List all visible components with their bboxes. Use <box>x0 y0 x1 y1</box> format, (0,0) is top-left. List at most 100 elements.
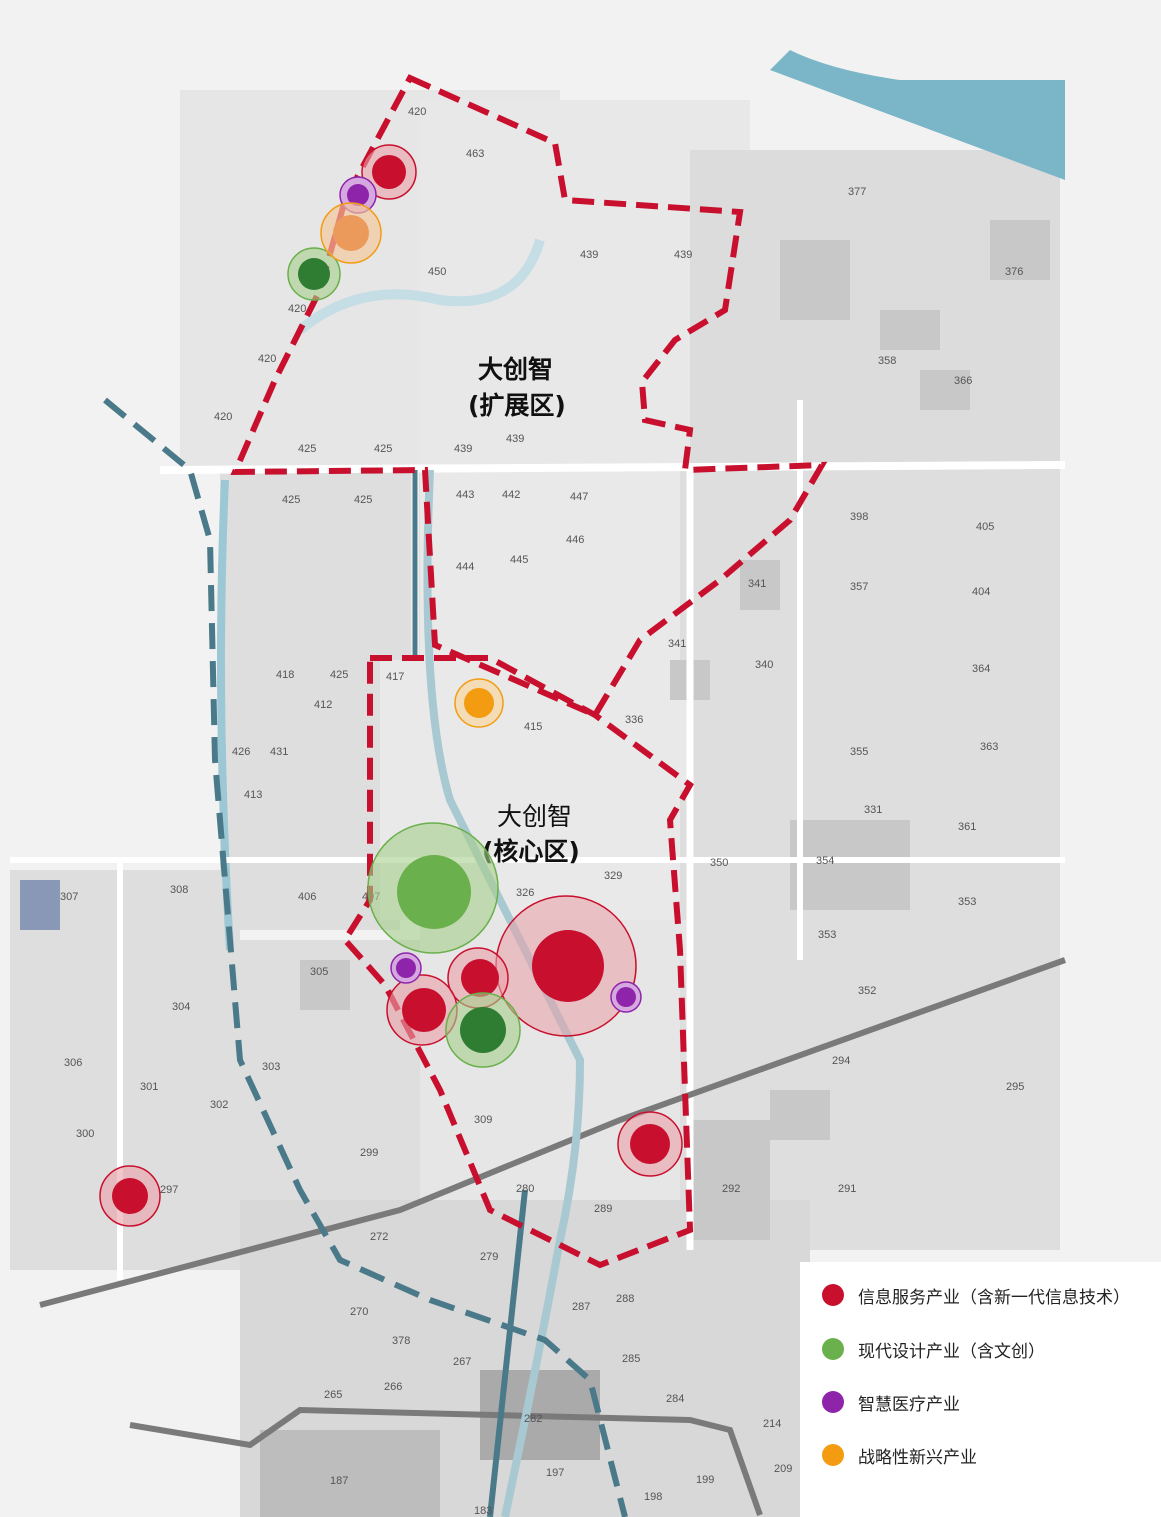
svg-text:303: 303 <box>262 1061 280 1073</box>
svg-text:214: 214 <box>763 1418 781 1430</box>
svg-text:442: 442 <box>502 489 520 501</box>
canal <box>217 479 234 951</box>
svg-text:329: 329 <box>604 870 622 882</box>
rail-line-south <box>487 1189 528 1517</box>
svg-text:405: 405 <box>976 521 994 533</box>
legend-label: 战略性新兴产业 <box>858 1447 977 1468</box>
svg-text:378: 378 <box>392 1335 410 1347</box>
svg-text:364: 364 <box>972 663 990 675</box>
marker-medical <box>390 952 422 984</box>
svg-text:302: 302 <box>210 1099 228 1111</box>
marker-medical <box>610 981 642 1013</box>
svg-text:425: 425 <box>330 669 348 681</box>
svg-text:287: 287 <box>572 1301 590 1313</box>
legend-swatch-green <box>822 1338 844 1360</box>
river <box>770 50 1065 180</box>
expansion-zone-subtitle: (扩展区) <box>468 391 566 420</box>
marker-info-services <box>495 895 637 1037</box>
svg-text:425: 425 <box>354 494 372 506</box>
svg-text:420: 420 <box>258 353 276 365</box>
legend-label: 智慧医疗产业 <box>858 1394 960 1415</box>
svg-text:266: 266 <box>384 1381 402 1393</box>
buildings <box>20 220 1050 1517</box>
core-zone-subtitle: (核心区) <box>482 837 580 866</box>
svg-text:420: 420 <box>214 411 232 423</box>
svg-text:376: 376 <box>1005 266 1023 278</box>
svg-text:420: 420 <box>408 106 426 118</box>
svg-text:282: 282 <box>524 1413 542 1425</box>
svg-text:297: 297 <box>160 1184 178 1196</box>
svg-text:265: 265 <box>324 1389 342 1401</box>
map-legend: 信息服务产业（含新一代信息技术） 现代设计产业（含文创） 智慧医疗产业 战略性新… <box>800 1262 1161 1517</box>
svg-text:267: 267 <box>453 1356 471 1368</box>
marker-design <box>287 247 341 301</box>
svg-text:353: 353 <box>818 929 836 941</box>
svg-text:413: 413 <box>244 789 262 801</box>
industry-markers <box>99 144 683 1227</box>
svg-text:425: 425 <box>374 443 392 455</box>
svg-text:444: 444 <box>456 561 474 573</box>
legend-label: 现代设计产业（含文创） <box>858 1341 1045 1362</box>
svg-text:292: 292 <box>722 1183 740 1195</box>
legend-item-strategic: 战略性新兴产业 <box>822 1440 977 1470</box>
marker-info-services <box>617 1111 683 1177</box>
svg-text:358: 358 <box>878 355 896 367</box>
svg-text:363: 363 <box>980 741 998 753</box>
svg-text:288: 288 <box>616 1293 634 1305</box>
svg-text:299: 299 <box>360 1147 378 1159</box>
svg-text:295: 295 <box>1006 1081 1024 1093</box>
svg-text:439: 439 <box>506 433 524 445</box>
marker-design <box>367 822 499 954</box>
city-blocks <box>10 90 1060 1517</box>
svg-text:198: 198 <box>644 1491 662 1503</box>
rail-line-west <box>103 397 628 1517</box>
svg-text:183: 183 <box>474 1505 492 1517</box>
svg-text:308: 308 <box>170 884 188 896</box>
svg-text:279: 279 <box>480 1251 498 1263</box>
svg-text:412: 412 <box>314 699 332 711</box>
svg-text:307: 307 <box>60 891 78 903</box>
svg-text:272: 272 <box>370 1231 388 1243</box>
svg-text:443: 443 <box>456 489 474 501</box>
svg-text:326: 326 <box>516 887 534 899</box>
marker-strategic <box>320 202 382 264</box>
svg-text:447: 447 <box>570 491 588 503</box>
svg-text:431: 431 <box>270 746 288 758</box>
svg-text:341: 341 <box>668 638 686 650</box>
svg-text:450: 450 <box>428 266 446 278</box>
svg-text:289: 289 <box>594 1203 612 1215</box>
svg-text:187: 187 <box>330 1475 348 1487</box>
marker-info-services <box>447 947 509 1009</box>
legend-item-medical: 智慧医疗产业 <box>822 1387 960 1417</box>
svg-text:294: 294 <box>832 1055 850 1067</box>
svg-text:291: 291 <box>838 1183 856 1195</box>
svg-text:446: 446 <box>566 534 584 546</box>
svg-text:350: 350 <box>710 857 728 869</box>
marker-info-services <box>99 1165 161 1227</box>
svg-text:301: 301 <box>140 1081 158 1093</box>
svg-text:331: 331 <box>864 804 882 816</box>
svg-text:209: 209 <box>774 1463 792 1475</box>
svg-text:445: 445 <box>510 554 528 566</box>
expressway-south <box>39 957 1067 1308</box>
svg-text:366: 366 <box>954 375 972 387</box>
expressway-bottom <box>129 1406 763 1516</box>
svg-text:353: 353 <box>958 896 976 908</box>
svg-text:420: 420 <box>288 303 306 315</box>
svg-text:377: 377 <box>848 186 866 198</box>
svg-text:355: 355 <box>850 746 868 758</box>
svg-text:304: 304 <box>172 1001 190 1013</box>
marker-design <box>445 992 521 1068</box>
expansion-zone-boundary <box>230 74 828 719</box>
svg-text:309: 309 <box>474 1114 492 1126</box>
svg-text:284: 284 <box>666 1393 684 1405</box>
svg-text:415: 415 <box>524 721 542 733</box>
svg-text:439: 439 <box>674 249 692 261</box>
canal-2 <box>296 238 545 334</box>
svg-text:426: 426 <box>232 746 250 758</box>
svg-text:404: 404 <box>972 586 990 598</box>
legend-swatch-purple <box>822 1391 844 1413</box>
svg-text:361: 361 <box>958 821 976 833</box>
svg-text:417: 417 <box>386 671 404 683</box>
